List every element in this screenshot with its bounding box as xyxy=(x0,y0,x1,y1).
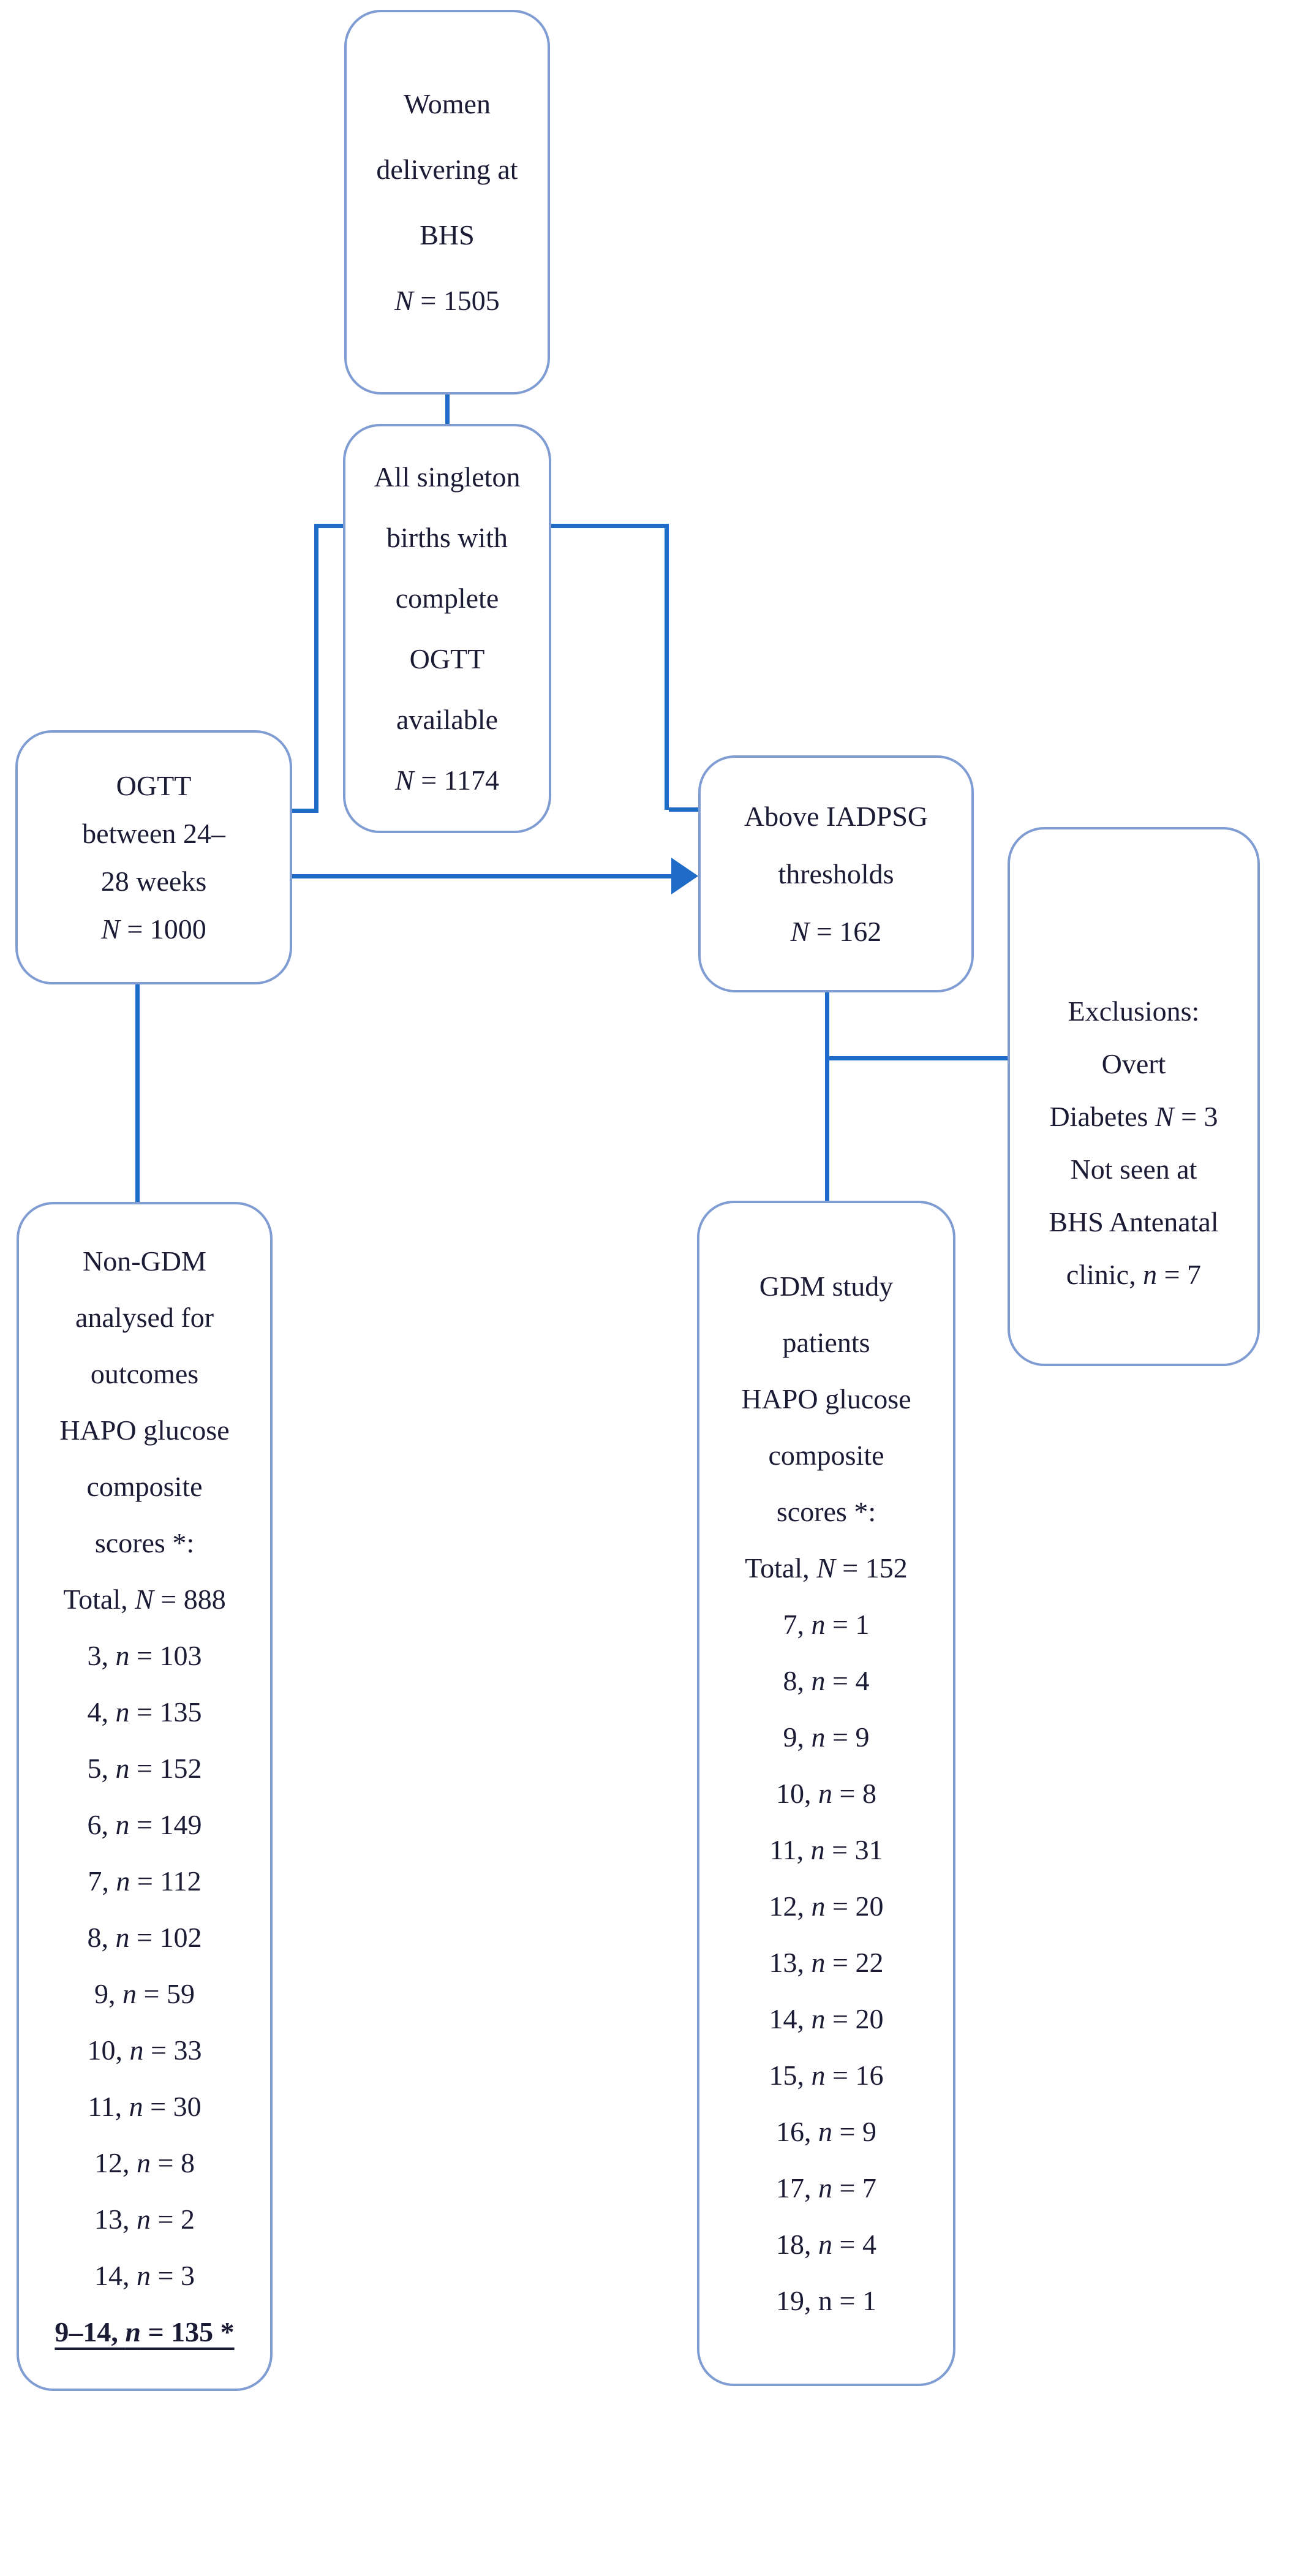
text-line: 4, n = 135 xyxy=(87,1696,202,1728)
text-line: 13, n = 2 xyxy=(94,2204,195,2235)
connector-ogtt-to-iadpsg-arrow-shaft xyxy=(292,874,675,878)
text-line: 11, n = 31 xyxy=(769,1834,883,1865)
text-line: 9, n = 9 xyxy=(783,1721,870,1753)
connector-singleton-right-stub xyxy=(551,524,665,528)
text-line: 7, n = 112 xyxy=(88,1865,202,1897)
connector-women-to-singleton xyxy=(445,395,450,424)
text-line: complete xyxy=(395,583,499,614)
text-line: Diabetes N = 3 xyxy=(1049,1100,1218,1132)
text-line: 17, n = 7 xyxy=(776,2172,876,2204)
text-line: 11, n = 30 xyxy=(88,2091,202,2122)
text-line: 9, n = 59 xyxy=(94,1978,195,2009)
text-line: 5, n = 152 xyxy=(87,1753,202,1784)
arrowhead-right-icon xyxy=(671,858,698,894)
connector-ogtt-to-nongdm xyxy=(135,984,140,1202)
text-line: 12, n = 8 xyxy=(94,2147,195,2178)
text-line: Exclusions: xyxy=(1068,995,1200,1027)
text-line: 13, n = 22 xyxy=(769,1947,884,1978)
text-line: 10, n = 33 xyxy=(87,2034,202,2066)
text-line: scores *: xyxy=(776,1496,876,1527)
text-line: clinic, n = 7 xyxy=(1066,1258,1202,1290)
text-line: 15, n = 16 xyxy=(769,2060,884,2091)
text-line: composite xyxy=(768,1440,884,1471)
text-line: N = 1174 xyxy=(395,765,499,796)
text-line: thresholds xyxy=(778,858,894,890)
text-line: HAPO glucose xyxy=(59,1415,230,1446)
connector-singleton-left-vertical xyxy=(314,524,318,810)
text-line: GDM study xyxy=(759,1271,894,1302)
text-line: analysed for xyxy=(75,1302,214,1333)
connector-singleton-left-stub xyxy=(314,524,343,528)
text-line: patients xyxy=(782,1327,870,1358)
text-line: 7, n = 1 xyxy=(783,1609,870,1640)
text-line: scores *: xyxy=(94,1527,195,1558)
text-line: N = 162 xyxy=(790,916,882,947)
text-line: 14, n = 20 xyxy=(769,2003,884,2034)
text-line: All singleton xyxy=(374,461,521,493)
text-line: 19, n = 1 xyxy=(776,2285,876,2316)
box-above-iadpsg-thresholds: Above IADPSG thresholds N = 162 xyxy=(698,755,974,992)
text-line: Total, N = 888 xyxy=(63,1584,226,1615)
text-line: 6, n = 149 xyxy=(87,1809,202,1840)
text-line: Women xyxy=(404,88,491,119)
text-line: 8, n = 102 xyxy=(87,1922,202,1953)
text-line: HAPO glucose xyxy=(741,1383,911,1415)
text-line: Overt xyxy=(1101,1048,1166,1079)
text-line: 16, n = 9 xyxy=(776,2116,876,2147)
text-line: births with xyxy=(386,522,508,553)
text-line: between 24– xyxy=(82,818,225,849)
text-line: BHS Antenatal xyxy=(1049,1206,1219,1237)
text-line: delivering at xyxy=(376,154,518,185)
box-women-delivering-bhs: Women delivering at BHS N = 1505 xyxy=(344,10,550,395)
text-line: Above IADPSG xyxy=(744,801,929,832)
connector-to-exclusions xyxy=(829,1056,1008,1060)
box-ogtt-24-28-weeks: OGTT between 24– 28 weeks N = 1000 xyxy=(15,730,292,984)
text-line: outcomes xyxy=(90,1358,199,1389)
text-line: Total, N = 152 xyxy=(745,1552,908,1584)
text-line: 28 weeks xyxy=(100,866,207,897)
text-line: 12, n = 20 xyxy=(769,1890,884,1922)
text-line: 3, n = 103 xyxy=(87,1640,202,1671)
text-line: 14, n = 3 xyxy=(94,2260,195,2291)
connector-into-iadpsg xyxy=(669,807,698,812)
connector-singleton-right-vertical xyxy=(665,524,669,810)
text-line: OGTT xyxy=(116,770,192,801)
text-line: 9–14, n = 135 * xyxy=(55,2316,235,2347)
text-line: N = 1505 xyxy=(394,285,500,316)
text-line: Not seen at xyxy=(1070,1153,1197,1185)
text-line: 8, n = 4 xyxy=(783,1665,870,1696)
text-line: N = 1000 xyxy=(101,913,206,945)
text-line: available xyxy=(396,704,498,735)
connector-into-ogtt xyxy=(292,809,318,813)
connector-iadpsg-to-gdm xyxy=(825,992,829,1201)
text-line: OGTT xyxy=(409,643,485,674)
text-line: composite xyxy=(86,1471,203,1502)
text-line: BHS xyxy=(420,219,475,251)
text-line: Non-GDM xyxy=(83,1245,206,1277)
text-line: 10, n = 8 xyxy=(776,1778,876,1809)
text-line: 18, n = 4 xyxy=(776,2229,876,2260)
